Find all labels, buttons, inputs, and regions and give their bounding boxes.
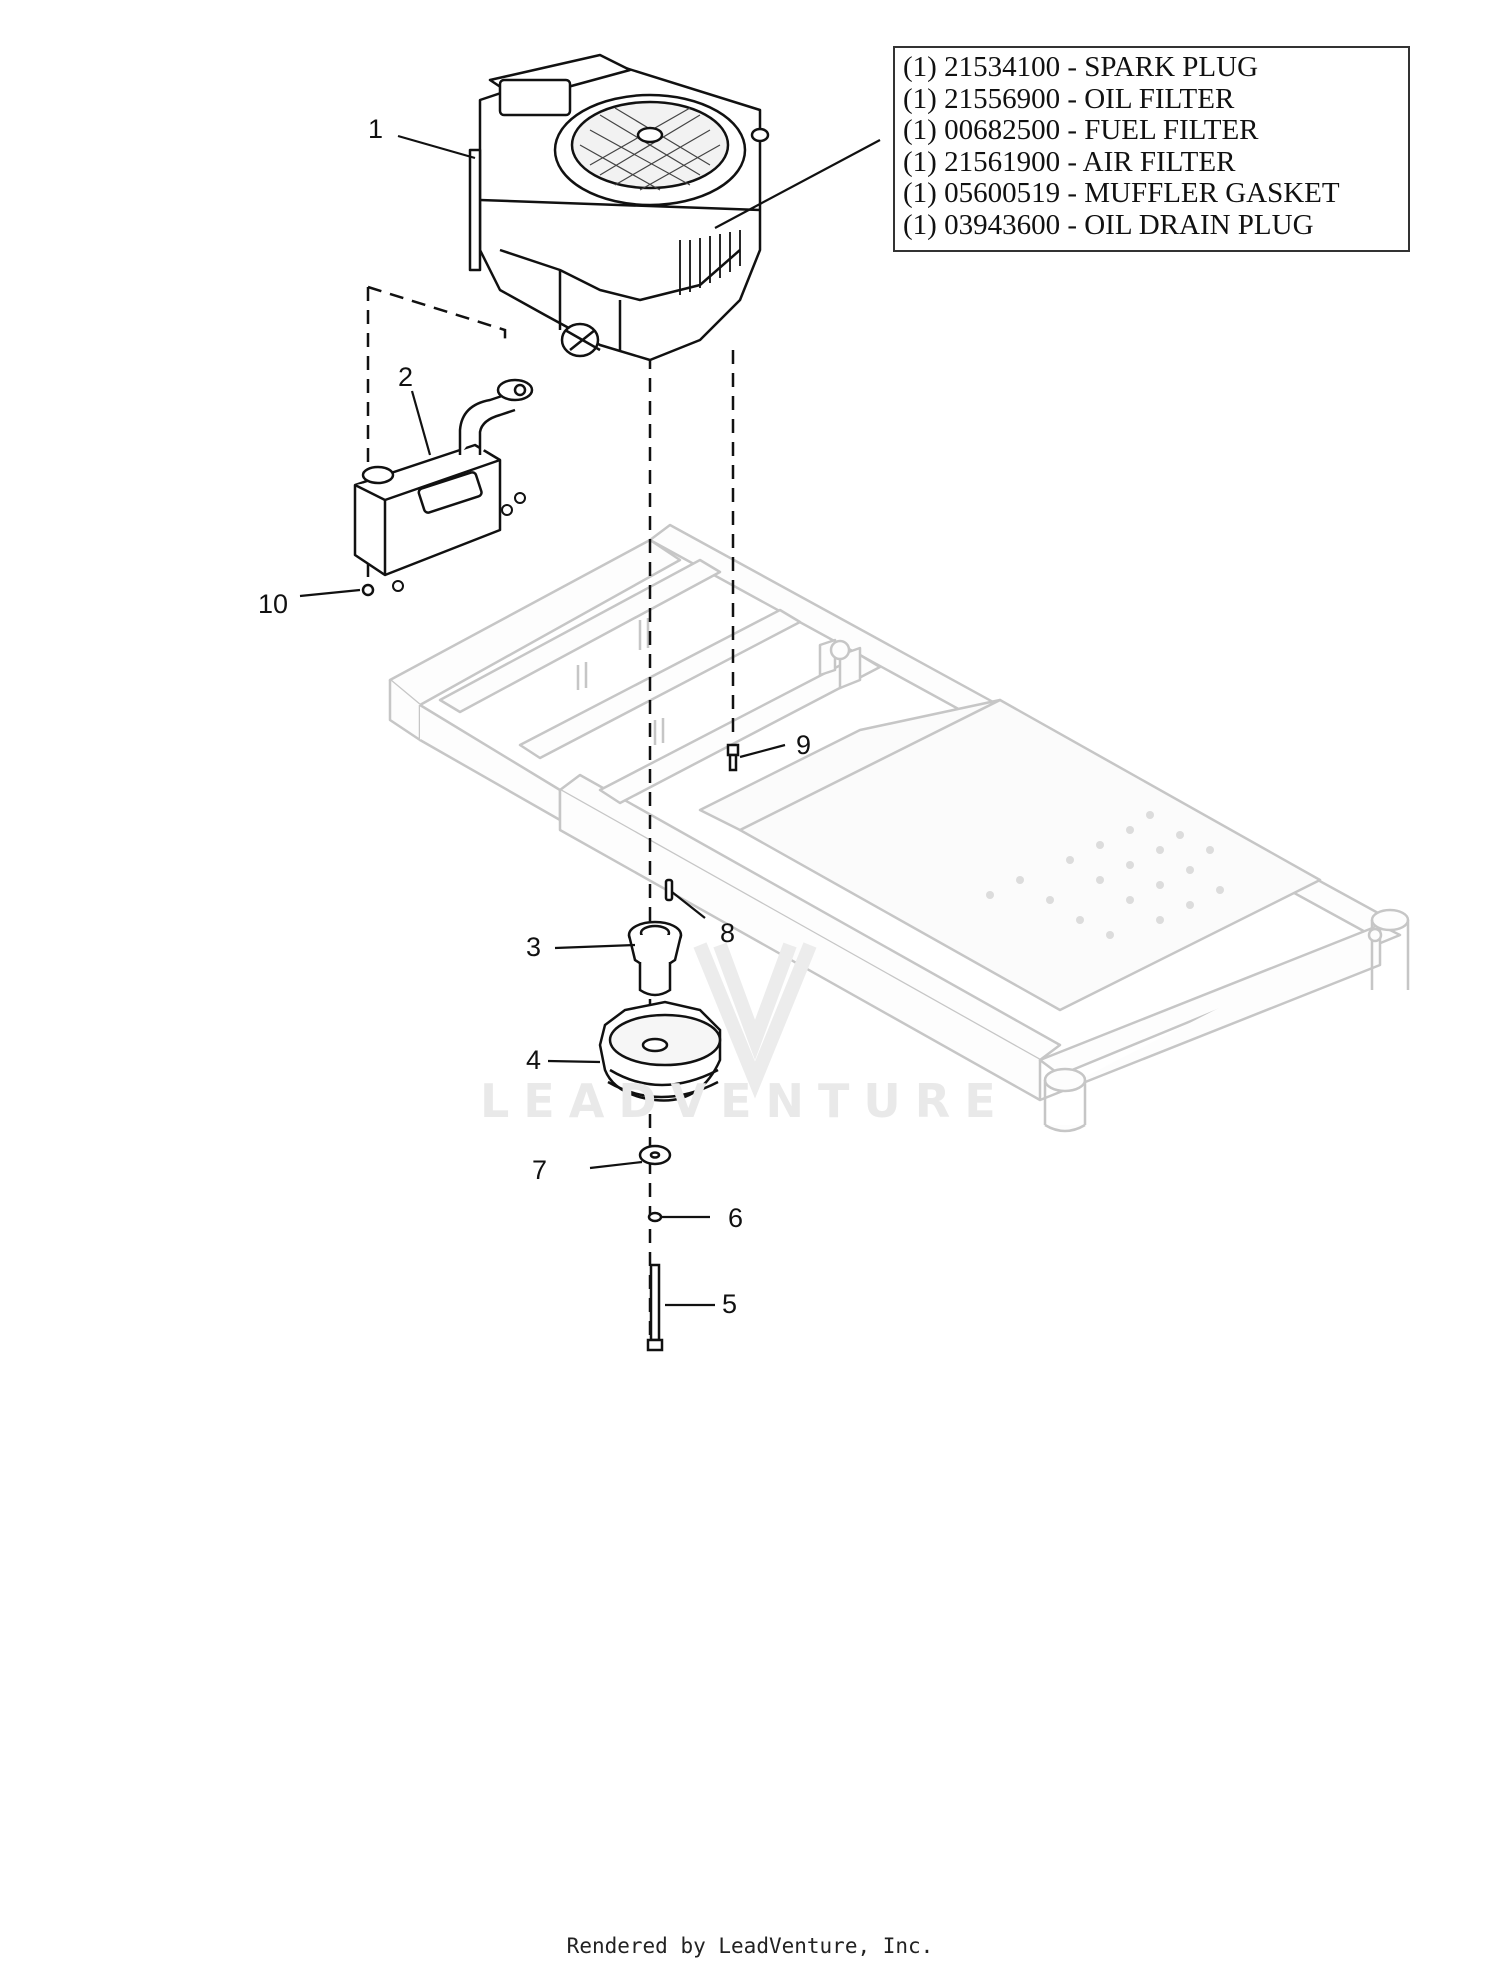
maintenance-kit-box: (1) 21534100 - SPARK PLUG (1) 21556900 -… [893, 46, 1410, 252]
engine [468, 53, 770, 362]
leader-lines [299, 134, 881, 1307]
kit-line-spark-plug: (1) 21534100 - SPARK PLUG [903, 51, 1259, 83]
callout-3[interactable]: 3 [526, 932, 542, 962]
callout-10[interactable]: 10 [258, 589, 289, 619]
kit-line-muffler-gasket: (1) 05600519 - MUFFLER GASKET [903, 177, 1340, 209]
mower-frame [388, 523, 1410, 1133]
callout-2[interactable]: 2 [398, 362, 414, 392]
kit-line-oil-drain-plug: (1) 03943600 - OIL DRAIN PLUG [903, 208, 1314, 241]
kit-line-fuel-filter: (1) 00682500 - FUEL FILTER [903, 114, 1259, 146]
callout-1[interactable]: 1 [368, 114, 384, 144]
callout-8[interactable]: 8 [720, 918, 736, 948]
frame-holes [986, 811, 1224, 939]
watermark-logo [693, 942, 817, 1099]
kit-line-air-filter: (1) 21561900 - AIR FILTER [903, 145, 1236, 178]
callout-7[interactable]: 7 [532, 1155, 548, 1185]
muffler [353, 378, 534, 592]
callout-6[interactable]: 6 [728, 1203, 744, 1233]
nut-item-10 [361, 583, 375, 597]
kit-line-oil-filter: (1) 21556900 - OIL FILTER [903, 82, 1235, 115]
callout-9[interactable]: 9 [796, 730, 812, 760]
callout-4[interactable]: 4 [526, 1045, 542, 1075]
callout-5[interactable]: 5 [722, 1289, 738, 1319]
footer-credit: Rendered by LeadVenture, Inc. [566, 1934, 934, 1958]
pto-parts [598, 743, 740, 1352]
watermark-text: LEADVENTURE [480, 1074, 1010, 1128]
assembly-lines [366, 285, 735, 1345]
